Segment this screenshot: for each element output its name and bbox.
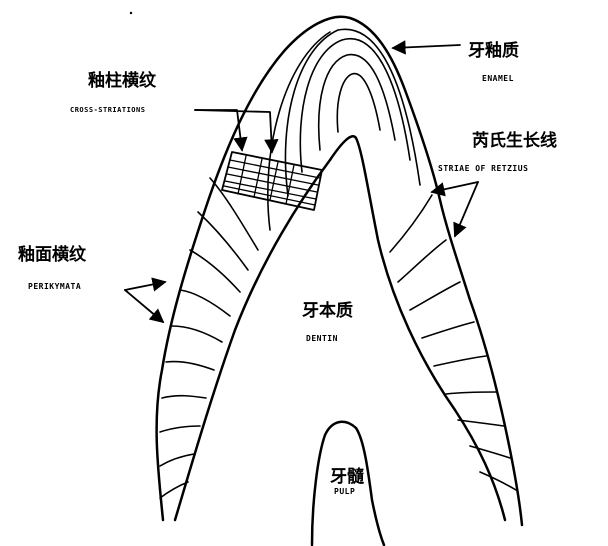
- retzius-label-en: STRIAE OF RETZIUS: [438, 164, 529, 173]
- pulp-label-zh: 牙髓: [330, 467, 364, 487]
- stray-dot: [129, 11, 133, 15]
- dentin-label-en: DENTIN: [306, 334, 338, 343]
- cross-striations-label-en: CROSS-STRIATIONS: [70, 106, 146, 114]
- perikymata-arrow-1: [124, 277, 167, 292]
- enamel-outer-outline: [155, 15, 524, 527]
- retzius-lines-right: [389, 194, 517, 491]
- enamel-arrow: [391, 40, 461, 55]
- dentin-outline: [173, 135, 507, 522]
- retzius-lines-left: [159, 177, 259, 499]
- enamel-label-en: ENAMEL: [482, 74, 514, 83]
- retzius-arrow-2: [453, 181, 479, 238]
- retzius-lines-cusp: [267, 28, 421, 231]
- cross-striations-label-zh: 釉柱横纹: [88, 71, 156, 91]
- cross-striations-arrow-2: [194, 109, 279, 154]
- pulp-outline: [310, 420, 386, 546]
- pulp-label-en: PULP: [334, 487, 356, 496]
- perikymata-label-zh: 釉面横纹: [18, 245, 86, 265]
- perikymata-arrow-2: [124, 289, 165, 324]
- retzius-label-zh: 芮氏生长线: [472, 131, 557, 151]
- enamel-label-zh: 牙釉质: [468, 41, 519, 61]
- pointer-arrows: [124, 40, 479, 324]
- dentin-label-zh: 牙本质: [302, 301, 353, 321]
- retzius-arrow-1: [430, 181, 479, 197]
- cross-striations-band: [221, 151, 323, 211]
- perikymata-label-en: PERIKYMATA: [28, 282, 82, 291]
